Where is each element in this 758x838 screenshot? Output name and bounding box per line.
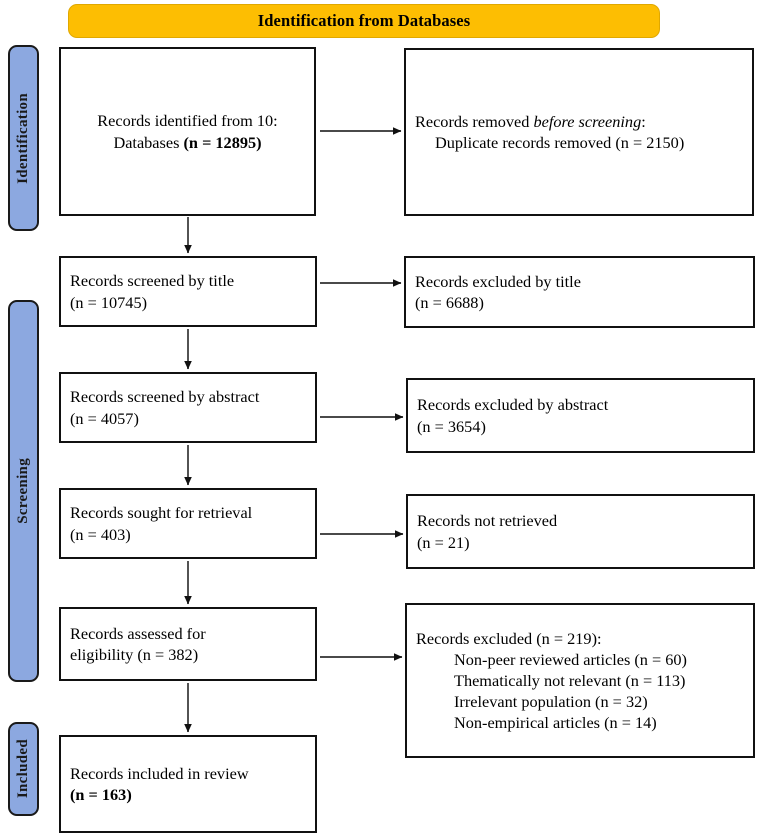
identification-banner: Identification from Databases — [68, 4, 660, 38]
sought-retrieval-line2: (n = 403) — [70, 524, 131, 544]
records-removed-line1: Records removed before screening: — [415, 111, 743, 132]
excluded-title-line2: (n = 6688) — [415, 293, 484, 312]
box-records-excluded-title: Records excluded by title (n = 6688) — [404, 256, 755, 328]
not-retrieved-line2: (n = 21) — [417, 532, 470, 552]
box-records-excluded-eligibility: Records excluded (n = 219): Non-peer rev… — [405, 603, 755, 758]
excluded-title-line1: Records excluded by title — [415, 271, 581, 291]
not-retrieved-line1: Records not retrieved — [417, 511, 558, 531]
sought-retrieval-line1: Records sought for retrieval — [70, 503, 253, 523]
screened-title-line2: (n = 10745) — [70, 292, 148, 312]
excluded-eligibility-reason-2: Thematically not relevant (n = 113) — [454, 670, 686, 690]
included-review-count: (n = 163) — [70, 785, 132, 804]
stage-bar-screening: Screening — [8, 300, 39, 682]
box-records-screened-title: Records screened by title (n = 10745) — [59, 256, 317, 327]
excluded-eligibility-reason-3: Irrelevant population (n = 32) — [454, 692, 648, 712]
excluded-eligibility-heading: Records excluded (n = 219): — [416, 628, 602, 648]
box-records-excluded-abstract: Records excluded by abstract (n = 3654) — [406, 378, 755, 453]
screened-abstract-line1: Records screened by abstract — [70, 387, 260, 407]
records-removed-emphasis: before screening — [533, 111, 642, 131]
excluded-eligibility-reason-4: Non-empirical articles (n = 14) — [454, 713, 657, 733]
records-identified-count: (n = 12895) — [183, 132, 262, 152]
stage-bar-identification: Identification — [8, 45, 39, 231]
assessed-eligibility-line1: Records assessed for — [70, 623, 206, 643]
assessed-eligibility-line2: eligibility (n = 382) — [70, 645, 199, 664]
records-identified-line1: Records identified from 10: — [97, 111, 278, 131]
records-removed-line1-tail: : — [641, 111, 646, 131]
excluded-abstract-line2: (n = 3654) — [417, 416, 486, 436]
records-removed-line1-text: Records removed — [415, 111, 534, 131]
excluded-abstract-line1: Records excluded by abstract — [417, 395, 609, 415]
box-records-included-review: Records included in review (n = 163) — [59, 735, 317, 833]
screened-abstract-line2: (n = 4057) — [70, 408, 139, 428]
arrows-horizontal — [320, 127, 404, 661]
records-removed-line2: Duplicate records removed (n = 2150) — [435, 133, 685, 152]
included-review-line1: Records included in review — [70, 763, 249, 783]
box-records-sought-retrieval: Records sought for retrieval (n = 403) — [59, 488, 317, 559]
banner-title: Identification from Databases — [257, 11, 471, 30]
records-identified-line2-text: Databases — [113, 132, 184, 152]
box-records-identified: Records identified from 10: Databases (n… — [59, 47, 316, 216]
box-records-removed-before-screening: Records removed before screening: Duplic… — [404, 48, 754, 216]
box-records-assessed-eligibility: Records assessed for eligibility (n = 38… — [59, 607, 317, 681]
records-identified-line2: Databases (n = 12895) — [70, 132, 305, 153]
box-records-not-retrieved: Records not retrieved (n = 21) — [406, 494, 755, 569]
box-records-screened-abstract: Records screened by abstract (n = 4057) — [59, 372, 317, 443]
stage-bar-included: Included — [8, 722, 39, 816]
screened-title-line1: Records screened by title — [70, 271, 235, 291]
excluded-eligibility-reason-1: Non-peer reviewed articles (n = 60) — [454, 649, 687, 669]
